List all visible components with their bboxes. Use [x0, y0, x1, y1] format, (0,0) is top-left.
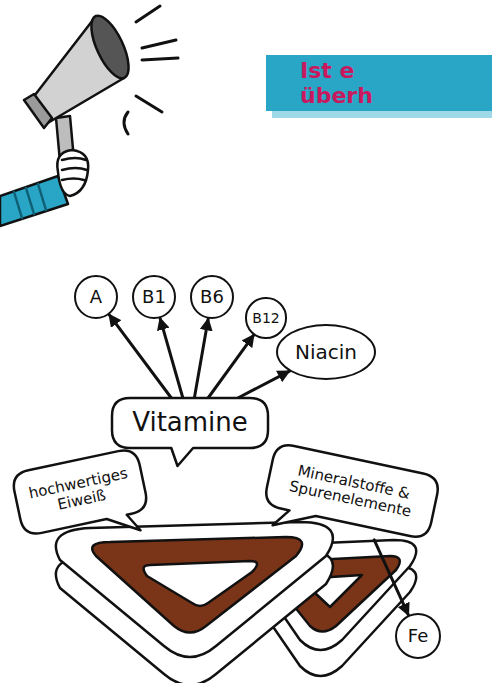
vitamin-circle: B6: [190, 275, 234, 319]
node-label: B1: [142, 287, 166, 308]
node-label: Fe: [408, 626, 428, 647]
arrow-connector: [238, 371, 290, 398]
speech-bubble: hochwertiges Eiweiß: [11, 447, 150, 536]
sound-line: [124, 112, 128, 134]
steak-fat: [56, 522, 333, 657]
steak-left: [56, 522, 333, 683]
vitamin-circle: B1: [132, 275, 176, 319]
steak-meat: [92, 537, 302, 633]
bubble-path: [11, 447, 153, 554]
hand-fingers: [62, 158, 87, 180]
sound-line: [136, 6, 160, 22]
element-circle: Fe: [395, 613, 441, 659]
arrow-connector: [208, 335, 254, 398]
arrow-connector: [160, 318, 183, 398]
speech-bubble: Vitamine: [112, 398, 268, 448]
hand: [57, 150, 88, 196]
banner: [266, 55, 492, 111]
megaphone-figure: [0, 6, 178, 226]
vitamin-circle: B12: [245, 297, 286, 338]
banner-title: Ist e überh: [300, 59, 380, 108]
bubble-path: [259, 442, 440, 557]
megaphone-mouth: [84, 11, 136, 84]
speech-bubble: Mineralstoffe & Spurenelemente: [263, 442, 441, 540]
node-label: B6: [200, 287, 224, 308]
node-label: B12: [252, 310, 279, 326]
node-label: Niacin: [295, 341, 357, 364]
sound-line: [136, 96, 162, 112]
arrow-connector: [194, 319, 208, 398]
sound-line: [142, 40, 178, 60]
vitamin-ellipse: Niacin: [276, 324, 376, 380]
vitamin-circle: A: [74, 275, 118, 319]
node-label: A: [90, 287, 102, 308]
megaphone-end: [24, 94, 52, 128]
sleeve-stripes: [14, 184, 46, 218]
title-banner: [266, 55, 492, 118]
sleeve: [0, 176, 68, 226]
node-label: Vitamine: [132, 408, 248, 438]
steak-bone: [144, 561, 257, 606]
arrow-connector: [374, 540, 408, 615]
